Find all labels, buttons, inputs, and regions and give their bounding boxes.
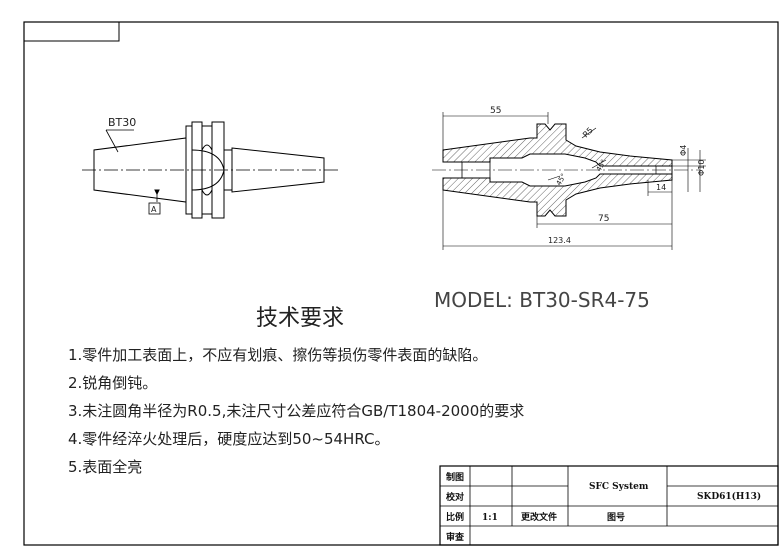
dim-phi4: Φ4 xyxy=(679,145,688,156)
corner-code-box xyxy=(24,22,120,42)
tb-review-label: 审查 xyxy=(446,531,465,543)
tb-drawing-no: 图号 xyxy=(607,512,625,523)
tb-scale-value: 1:1 xyxy=(482,513,498,523)
model-label: MODEL: BT30-SR4-75 xyxy=(434,288,650,312)
tb-company: SFC System xyxy=(589,482,649,492)
tool-holder-exterior-view xyxy=(82,121,340,219)
requirement-item-4: 4.零件经淬火处理后，硬度应达到50~54HRC。 xyxy=(68,430,390,448)
dim-phi10: Φ10 xyxy=(697,160,706,176)
tb-change-doc: 更改文件 xyxy=(521,511,557,523)
tool-holder-section-view xyxy=(432,123,700,217)
section-dimensions xyxy=(442,112,706,250)
dim-55: 55 xyxy=(490,106,501,116)
requirement-item-1: 1.零件加工表面上，不应有划痕、擦伤等损伤零件表面的缺陷。 xyxy=(68,346,488,364)
title-block xyxy=(439,465,779,546)
requirement-item-5: 5.表面全亮 xyxy=(68,458,143,476)
tb-check-label: 校对 xyxy=(446,491,464,503)
requirement-item-3: 3.未注圆角半径为R0.5,未注尺寸公差应符合GB/T1804-2000的要求 xyxy=(68,402,525,420)
dim-14: 14 xyxy=(656,183,666,192)
tb-material: SKD61(H13) xyxy=(697,491,761,502)
dim-angle-a: 45° xyxy=(555,172,568,187)
datum-letter: A xyxy=(151,205,157,214)
taper-label: BT30 xyxy=(108,116,136,129)
requirements-title: 技术要求 xyxy=(256,306,345,331)
tb-scale-label: 比例 xyxy=(446,511,464,523)
tb-draw-label: 制图 xyxy=(446,471,464,483)
dim-75: 75 xyxy=(598,214,609,224)
requirement-item-2: 2.锐角倒钝。 xyxy=(68,374,158,392)
drawing-frame xyxy=(23,21,779,546)
dim-123-4: 123.4 xyxy=(548,236,571,245)
